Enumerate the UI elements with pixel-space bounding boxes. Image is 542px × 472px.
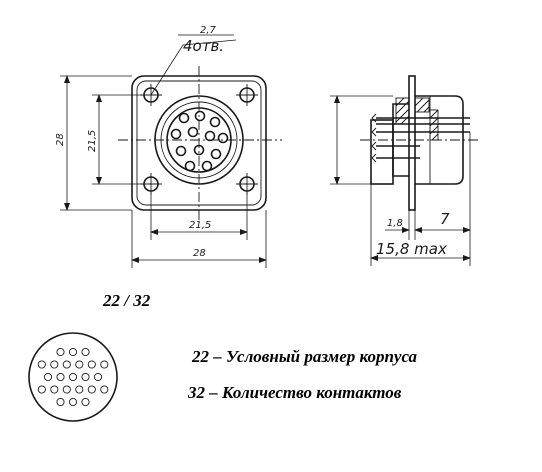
contact-dot	[50, 360, 59, 369]
contact-dot	[100, 385, 109, 394]
contact-dot	[50, 385, 59, 394]
contact-dot	[68, 372, 78, 382]
contact-pattern-outline	[28, 332, 118, 422]
side-flange	[408, 75, 416, 211]
legend-line-contacts: 32 – Количество контактов	[187, 383, 402, 402]
front-view: 2,7 4отв. 21,5 28 28 21,5	[55, 25, 282, 268]
contact-dot	[75, 385, 84, 394]
side-view: 1,8 7 15,8 max	[330, 75, 478, 266]
dim-pin-span-left: 21,5	[87, 130, 98, 152]
contact-dot	[75, 360, 84, 369]
contact-dot	[37, 385, 46, 394]
contact-dot	[68, 347, 78, 357]
contact-dot	[81, 347, 90, 357]
contact-pattern	[28, 332, 118, 422]
contact-dot	[68, 397, 78, 407]
contact-dot	[81, 372, 90, 382]
contact-dot	[62, 360, 71, 369]
side-hatching	[395, 97, 439, 141]
dim-flange-thickness: 1,8	[387, 218, 403, 229]
dim-total-length: 15,8 max	[376, 240, 447, 258]
contact-dot	[56, 372, 65, 382]
contact-dot	[93, 372, 103, 382]
contact-dot	[56, 397, 65, 407]
contact-dot	[87, 360, 96, 369]
dim-hole-count: 4отв.	[183, 37, 224, 55]
dim-pin-length: 7	[440, 210, 450, 228]
contact-dot	[37, 360, 46, 369]
dim-pin-span-bottom: 21,5	[189, 220, 211, 231]
contact-pattern-dots	[37, 347, 109, 407]
contact-dot	[100, 360, 109, 369]
contact-dot	[81, 397, 90, 407]
front-contacts	[170, 110, 229, 172]
legend-code: 22 / 32	[102, 291, 151, 310]
contact-dot	[62, 385, 71, 394]
dim-width-bottom: 28	[193, 248, 206, 259]
dim-height-left: 28	[55, 133, 66, 146]
legend-line-size: 22 – Условный размер корпуса	[191, 347, 418, 366]
contact-dot	[56, 347, 65, 357]
contact-dot	[43, 372, 53, 382]
dim-hole-diameter: 2,7	[200, 25, 217, 36]
side-pins	[371, 113, 470, 163]
contact-dot	[87, 385, 96, 394]
